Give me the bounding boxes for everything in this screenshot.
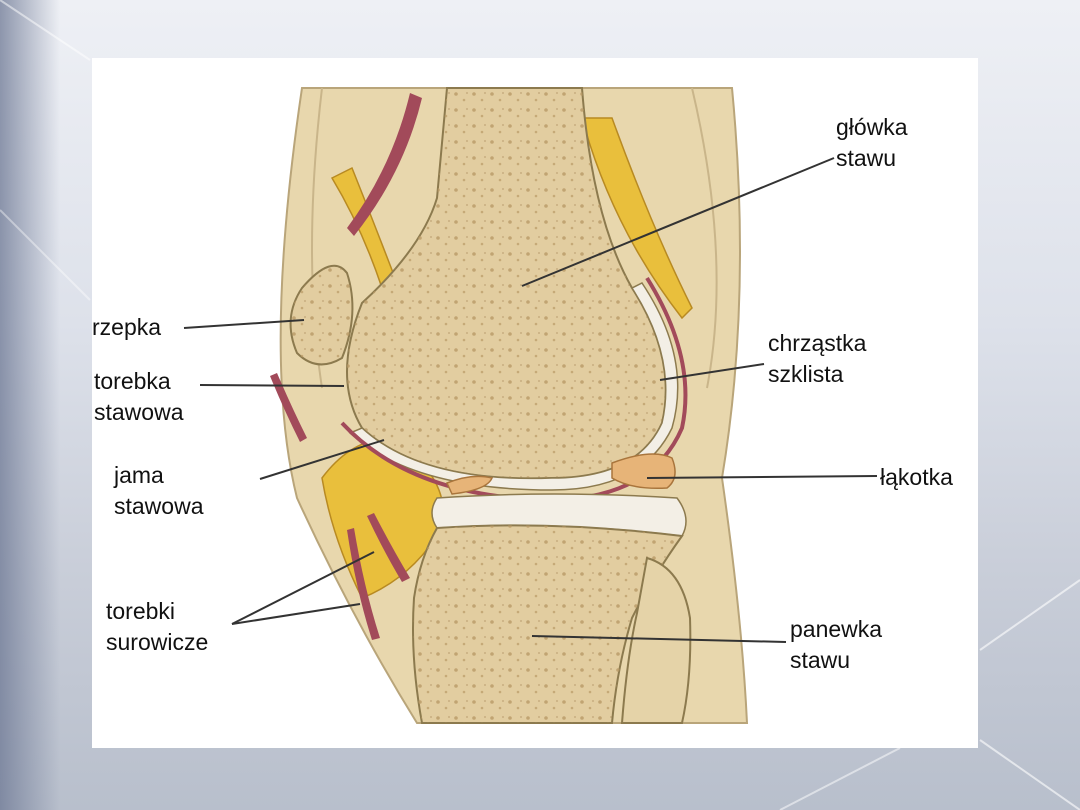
leader-torebki-2 <box>231 603 361 625</box>
label-torebki-line2: surowicze <box>106 629 209 655</box>
meniscus-right <box>611 453 676 490</box>
serous-bursa-lower <box>367 513 410 582</box>
label-panewka-stawu: panewka stawu <box>790 614 882 676</box>
leader-chrzastka <box>659 363 765 381</box>
label-glowka-line1: główka <box>836 114 908 140</box>
label-jama-stawowa: jama stawowa <box>114 460 203 522</box>
leader-torebki-1 <box>231 551 375 625</box>
label-torebki-surowicze: torebki surowicze <box>106 596 208 658</box>
leader-panewka <box>531 635 787 643</box>
label-torebka-line1: torebka <box>94 368 171 394</box>
label-jama-line2: stawowa <box>114 493 204 519</box>
diagram-panel: główka stawu rzepka chrząstka szklista t… <box>92 58 978 748</box>
label-lakotka: łąkotka <box>880 462 953 493</box>
label-chrzastka-szklista: chrząstka szklista <box>768 328 866 390</box>
label-torebki-line1: torebki <box>106 598 176 624</box>
synovial-membrane <box>340 276 688 503</box>
label-chrzastka-line2: szklista <box>768 361 844 387</box>
label-lakotka-line1: łąkotka <box>880 464 953 490</box>
leader-rzepka <box>183 319 305 329</box>
femoral-cartilage <box>348 282 679 491</box>
label-panewka-line1: panewka <box>790 616 883 642</box>
knee-joint-illustration <box>183 87 878 724</box>
fibula <box>620 556 692 724</box>
label-torebka-line2: stawowa <box>94 399 184 425</box>
label-chrzastka-line1: chrząstka <box>768 330 867 356</box>
label-panewka-line2: stawu <box>790 647 851 673</box>
leader-glowka <box>521 157 835 287</box>
leader-lakotka <box>646 475 878 479</box>
label-rzepka: rzepka <box>92 312 161 343</box>
label-glowka-line2: stawu <box>836 145 897 171</box>
leader-jama <box>259 439 385 480</box>
label-rzepka-line1: rzepka <box>92 314 162 340</box>
meniscus-left <box>445 475 494 495</box>
leader-torebka <box>199 384 345 387</box>
label-torebka-stawowa: torebka stawowa <box>94 366 183 428</box>
label-jama-line1: jama <box>114 462 164 488</box>
serous-bursa-upper <box>270 373 307 442</box>
label-glowka-stawu: główka stawu <box>836 112 908 174</box>
